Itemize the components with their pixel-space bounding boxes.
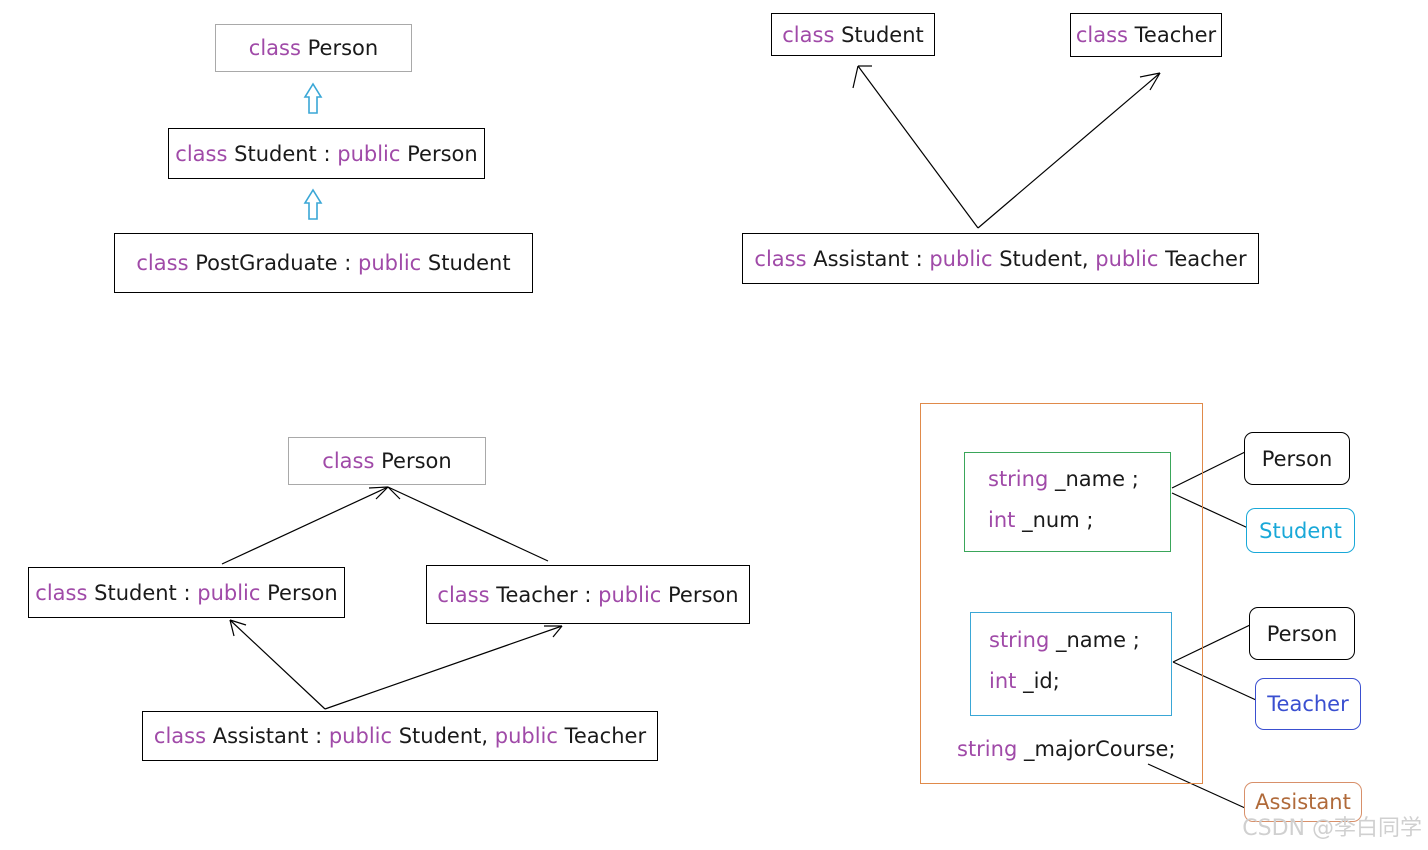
class-keyword: class [175,141,228,166]
class-name: Person [307,36,379,60]
class-teacher-box-d3: class Teacher : public Person [426,565,750,624]
class-name: Student [841,22,924,47]
member-identifier: _majorCourse; [1023,737,1176,761]
arrow-assistant-to-teacher-d3 [324,625,563,710]
class-student-box: class Student : public Person [168,128,485,179]
class-name: Student [234,141,317,166]
public-keyword: public [197,580,261,605]
class-student-box-d2: class Student [771,13,935,56]
type-keyword: int [989,669,1017,693]
inherit-separator: : [308,724,329,748]
label-text: Person [1266,621,1338,646]
public-keyword: public [358,251,422,275]
member-identifier: _name ; [1055,628,1140,652]
base-class-name: Student [398,724,482,748]
class-assistant-box-d2: class Assistant : public Student, public… [742,233,1259,284]
class-keyword: class [248,36,301,60]
class-keyword: class [153,724,207,748]
comma: , [481,724,495,748]
member-num-student: int _num ; [988,508,1093,532]
class-person-box-d3: class Person [288,437,486,485]
public-keyword: public [494,724,558,748]
class-name: Teacher [1134,23,1217,47]
base-class-name: Person [267,580,338,605]
type-keyword: string [988,467,1049,491]
class-keyword: class [782,22,835,47]
public-keyword: public [1095,246,1159,271]
class-person-box: class Person [215,24,412,72]
label-text: Teacher [1267,692,1349,716]
class-keyword: class [437,582,490,607]
watermark: CSDN @李白同学 [1242,816,1422,841]
label-text: Student [1259,518,1342,543]
label-text: Person [1261,446,1333,471]
member-identifier: _num ; [1022,508,1094,532]
inherit-separator: : [176,580,198,605]
member-identifier: _id; [1023,669,1060,693]
arrow-student-to-person [221,486,389,565]
arrow-assistant-to-student-d3 [229,619,326,710]
class-name: Assistant [813,246,909,271]
base-class-name: Teacher [1165,246,1247,271]
public-keyword: public [337,141,401,166]
class-name: Student [94,580,177,605]
assistant-object-frame [920,403,1203,784]
class-keyword: class [35,580,88,605]
inherit-separator: : [316,141,338,166]
inherit-separator: : [337,251,359,275]
teacher-subobject-frame [970,612,1172,716]
type-keyword: int [988,508,1016,532]
class-keyword: class [754,246,807,271]
public-keyword: public [328,724,393,748]
class-keyword: class [1075,23,1128,47]
class-teacher-box-d2: class Teacher [1070,13,1222,57]
student-subobject-frame [964,452,1171,552]
label-person-top: Person [1244,432,1350,485]
arrow-assistant-to-student [852,65,979,229]
class-keyword: class [136,251,189,275]
inherit-separator: : [908,246,930,271]
type-keyword: string [989,628,1050,652]
member-id-teacher: int _id; [989,669,1060,693]
base-class-name: Student [999,246,1082,271]
class-name: Person [381,449,452,473]
base-class-name: Person [668,582,739,607]
base-class-name: Teacher [564,724,647,748]
class-assistant-box-d3: class Assistant : public Student, public… [142,711,658,761]
class-student-box-d3: class Student : public Person [28,567,345,618]
member-name-student: string _name ; [988,467,1139,491]
member-name-teacher: string _name ; [989,628,1140,652]
inherit-separator: : [577,582,599,607]
inheritance-arrow-person [303,82,323,114]
label-text: Assistant [1255,790,1351,814]
class-name: PostGraduate [195,251,338,275]
label-person-bottom: Person [1249,607,1355,660]
type-keyword: string [957,737,1018,761]
base-class-name: Student [427,251,511,275]
public-keyword: public [929,246,993,271]
label-assistant: Assistant [1244,782,1362,822]
label-student: Student [1246,508,1355,553]
class-name: Teacher [496,582,578,607]
arrow-teacher-to-person [387,486,549,562]
comma: , [1081,246,1096,271]
public-keyword: public [598,582,662,607]
class-keyword: class [322,449,375,473]
base-class-name: Person [407,141,478,166]
class-name: Assistant [212,724,309,748]
arrow-assistant-to-teacher [977,72,1161,229]
label-teacher: Teacher [1255,678,1361,730]
inheritance-arrow-student [303,188,323,220]
member-identifier: _name ; [1054,467,1139,491]
leader-lines [1147,451,1257,809]
member-majorcourse: string _majorCourse; [957,737,1176,761]
class-postgraduate-box: class PostGraduate : public Student [114,233,533,293]
